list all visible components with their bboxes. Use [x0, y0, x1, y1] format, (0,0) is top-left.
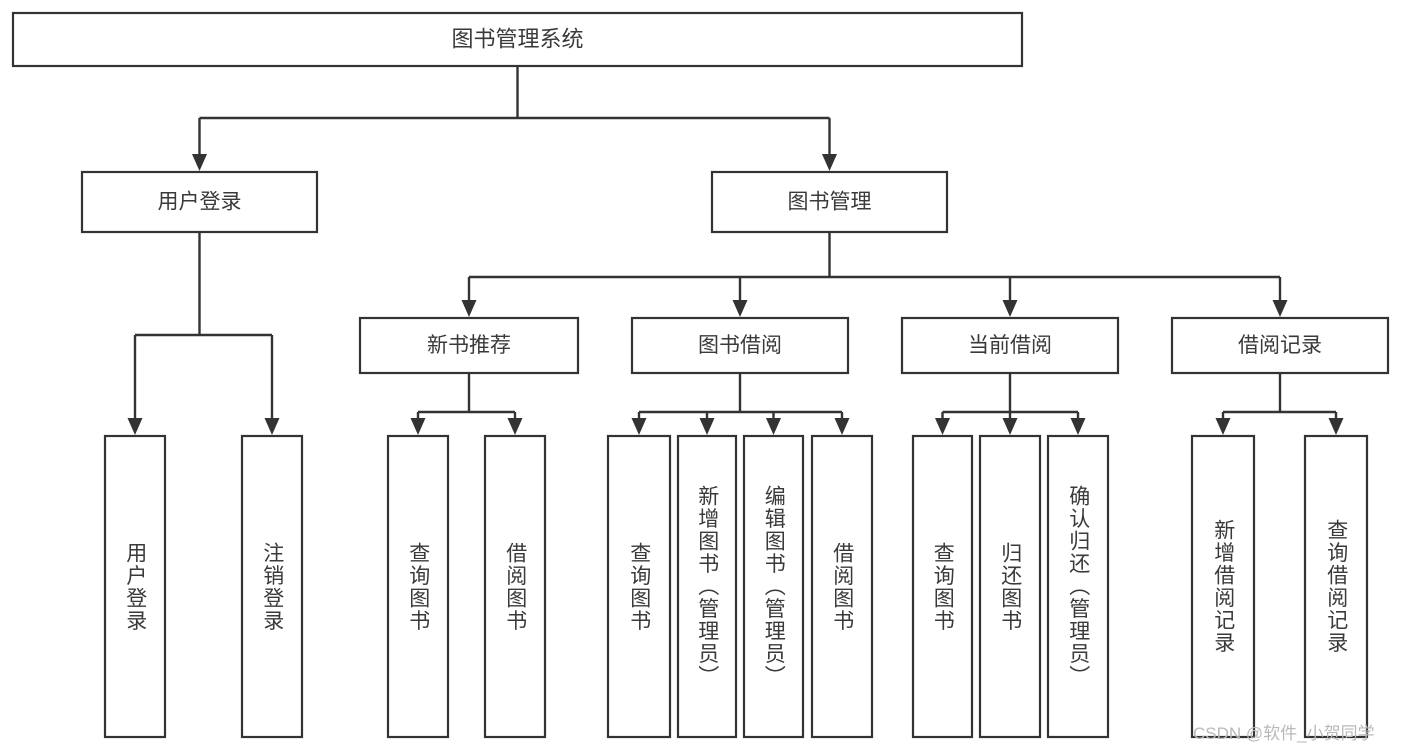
arrow-head-icon: [192, 154, 207, 171]
boxes-layer: [11, 11, 1390, 739]
node-leaf-query-book-1[interactable]: [386, 434, 450, 739]
node-leaf-add-book[interactable]: [676, 434, 738, 739]
node-leaf-borrow-book-2[interactable]: [810, 434, 874, 739]
node-leaf-edit-book[interactable]: [742, 434, 805, 739]
node-label-current-borrow: 当前借阅: [968, 334, 1052, 357]
node-leaf-confirm-return[interactable]: [1046, 434, 1110, 739]
csdn-watermark: CSDN @软件_小贺同学: [1193, 724, 1375, 743]
node-new-book-rec[interactable]: [358, 316, 580, 375]
node-book-manage[interactable]: [710, 170, 949, 234]
arrow-head-icon: [461, 300, 477, 317]
node-label-book-manage: 图书管理: [788, 191, 872, 214]
arrow-head-icon: [834, 418, 850, 435]
arrow-head-icon: [1070, 418, 1086, 435]
arrow-head-icon: [1272, 300, 1288, 317]
node-current-borrow[interactable]: [900, 316, 1120, 375]
arrow-head-icon: [699, 418, 715, 435]
node-leaf-query-book-2[interactable]: [606, 434, 672, 739]
arrow-head-icon: [1002, 300, 1018, 317]
node-leaf-add-record[interactable]: [1190, 434, 1256, 739]
arrow-head-icon: [766, 418, 781, 435]
node-leaf-user-logout[interactable]: [240, 434, 304, 739]
node-leaf-borrow-book-1[interactable]: [483, 434, 547, 739]
node-label-root: 图书管理系统: [451, 26, 583, 51]
node-user-login[interactable]: [80, 170, 319, 234]
node-label-user-login: 用户登录: [158, 191, 242, 214]
node-root-root[interactable]: [11, 11, 1024, 68]
node-book-borrow[interactable]: [630, 316, 850, 375]
node-label-borrow-record: 借阅记录: [1238, 334, 1322, 357]
node-label-book-borrow: 图书借阅: [698, 334, 782, 357]
arrow-head-icon: [822, 154, 837, 171]
arrow-head-icon: [631, 418, 647, 435]
arrow-head-icon: [1328, 418, 1344, 435]
node-leaf-return-book[interactable]: [978, 434, 1042, 739]
arrow-head-icon: [1215, 418, 1231, 435]
arrow-head-icon: [1002, 418, 1018, 435]
node-borrow-record[interactable]: [1170, 316, 1390, 375]
arrow-head-icon: [732, 300, 748, 317]
arrow-head-icon: [264, 418, 280, 435]
arrow-head-icon: [507, 418, 523, 435]
node-leaf-query-record[interactable]: [1303, 434, 1369, 739]
node-leaf-user-login[interactable]: [103, 434, 167, 739]
node-leaf-query-book-3[interactable]: [911, 434, 974, 739]
node-label-new-book-rec: 新书推荐: [427, 334, 511, 357]
connectors-layer: [127, 66, 1344, 435]
arrow-head-icon: [410, 418, 426, 435]
arrow-head-icon: [935, 418, 950, 435]
arrow-head-icon: [127, 418, 143, 435]
